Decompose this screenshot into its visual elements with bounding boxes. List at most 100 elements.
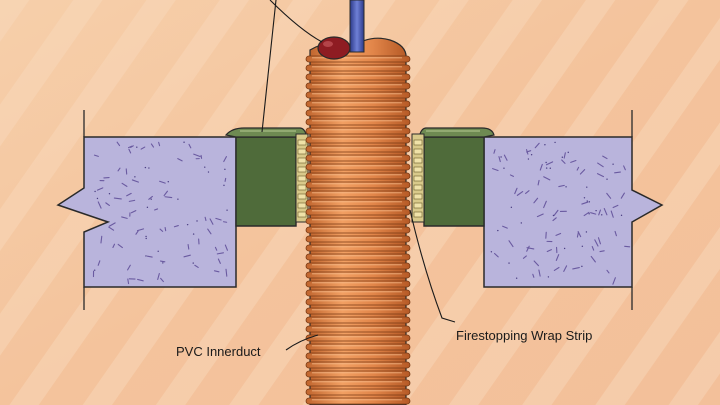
concrete-speckle	[204, 216, 207, 221]
wrap-strip-band	[297, 184, 307, 191]
concrete-dot	[223, 184, 225, 187]
concrete-dot	[136, 146, 138, 148]
concrete-speckle	[620, 192, 625, 199]
concrete-dot	[497, 229, 499, 232]
concrete-speckle	[105, 202, 110, 207]
concrete-dot	[563, 247, 566, 250]
concrete-dot	[177, 198, 179, 200]
concrete-speckle	[127, 264, 131, 271]
concrete-speckle	[217, 258, 221, 264]
concrete-dot	[226, 209, 228, 211]
innerduct-rib	[305, 73, 411, 81]
concrete-speckle	[225, 268, 228, 277]
concrete-speckle	[158, 141, 161, 147]
concrete-speckle	[603, 208, 608, 216]
concrete-speckle	[583, 211, 590, 217]
wrap-strip-band	[297, 157, 307, 164]
concrete-speckle	[216, 252, 224, 255]
innerduct-rib	[305, 118, 411, 126]
innerduct-rib	[305, 208, 411, 216]
concrete-speckle	[493, 149, 496, 154]
concrete-speckle	[599, 250, 605, 253]
concrete-dot	[150, 198, 152, 200]
concrete-speckle	[526, 245, 530, 252]
concrete-speckle	[623, 165, 626, 171]
concrete-speckle	[193, 153, 201, 158]
concrete-speckle	[612, 277, 616, 285]
concrete-speckle	[131, 179, 140, 183]
concrete-dot	[561, 156, 564, 158]
innerduct-rib	[305, 379, 411, 387]
concrete-speckle	[173, 225, 179, 228]
innerduct-rib	[305, 370, 411, 378]
concrete-speckle	[116, 141, 121, 147]
concrete-speckle	[502, 225, 508, 229]
concrete-speckle	[508, 240, 514, 248]
innerduct-rib	[305, 100, 411, 108]
innerduct-rib	[305, 163, 411, 171]
concrete-speckle	[159, 228, 164, 232]
concrete-dot	[547, 276, 550, 278]
concrete-speckle	[514, 187, 518, 195]
wrap-strip-band	[297, 166, 307, 173]
firestop-sealant-left	[224, 127, 307, 227]
concrete-speckle	[100, 235, 103, 244]
innerduct-rib	[305, 298, 411, 306]
concrete-speckle	[614, 230, 617, 237]
concrete-speckle	[117, 167, 121, 172]
concrete-dot	[544, 144, 546, 146]
innerduct-rib	[305, 307, 411, 315]
concrete-speckle	[526, 149, 529, 155]
innerduct-rib	[305, 64, 411, 72]
concrete-speckle	[113, 197, 122, 200]
wrap-strip-band	[297, 139, 307, 146]
innerduct-rib	[305, 217, 411, 225]
concrete-speckle	[157, 273, 160, 281]
concrete-speckle	[546, 249, 552, 253]
concrete-speckle	[121, 182, 128, 187]
concrete-speckle	[610, 210, 614, 218]
concrete-speckle	[602, 155, 608, 160]
concrete-dot	[554, 141, 556, 144]
concrete-speckle	[117, 243, 123, 249]
concrete-slab-left	[56, 110, 237, 310]
concrete-speckle	[539, 163, 543, 171]
concrete-dot	[585, 231, 588, 233]
concrete-dot	[586, 186, 588, 188]
wrap-strip-band	[413, 139, 423, 146]
concrete-speckle	[492, 168, 499, 172]
concrete-dot	[588, 201, 591, 203]
concrete-speckle	[533, 260, 539, 267]
concrete-dot	[606, 178, 608, 180]
concrete-speckle	[128, 148, 132, 154]
concrete-speckle	[509, 174, 514, 177]
innerduct-rib	[305, 262, 411, 270]
concrete-dot	[601, 214, 603, 216]
concrete-speckle	[534, 142, 540, 149]
innerduct-rib	[305, 199, 411, 207]
concrete-speckle	[590, 255, 596, 263]
concrete-dot	[162, 262, 164, 264]
concrete-speckle	[598, 209, 601, 216]
concrete-dot	[549, 167, 551, 169]
wrap-strip-band	[297, 202, 307, 209]
innerduct-rib	[305, 82, 411, 90]
concrete-speckle	[146, 255, 153, 258]
concrete-speckle	[561, 159, 566, 164]
innerduct-rib	[305, 172, 411, 180]
innerduct-rib	[305, 361, 411, 369]
concrete-speckle	[207, 228, 212, 235]
innerduct-rib	[305, 334, 411, 342]
concrete-speckle	[494, 252, 499, 258]
innerduct-label: PVC Innerduct	[176, 344, 261, 359]
concrete-dot	[145, 237, 147, 240]
concrete-dot	[583, 197, 586, 199]
firestop-sealant-right	[419, 127, 495, 227]
wrap-strip-label: Firestopping Wrap Strip	[456, 328, 592, 343]
concrete-speckle	[148, 195, 153, 200]
concrete-dot	[508, 262, 510, 264]
concrete-speckle	[164, 226, 167, 232]
concrete-dot	[586, 200, 588, 202]
